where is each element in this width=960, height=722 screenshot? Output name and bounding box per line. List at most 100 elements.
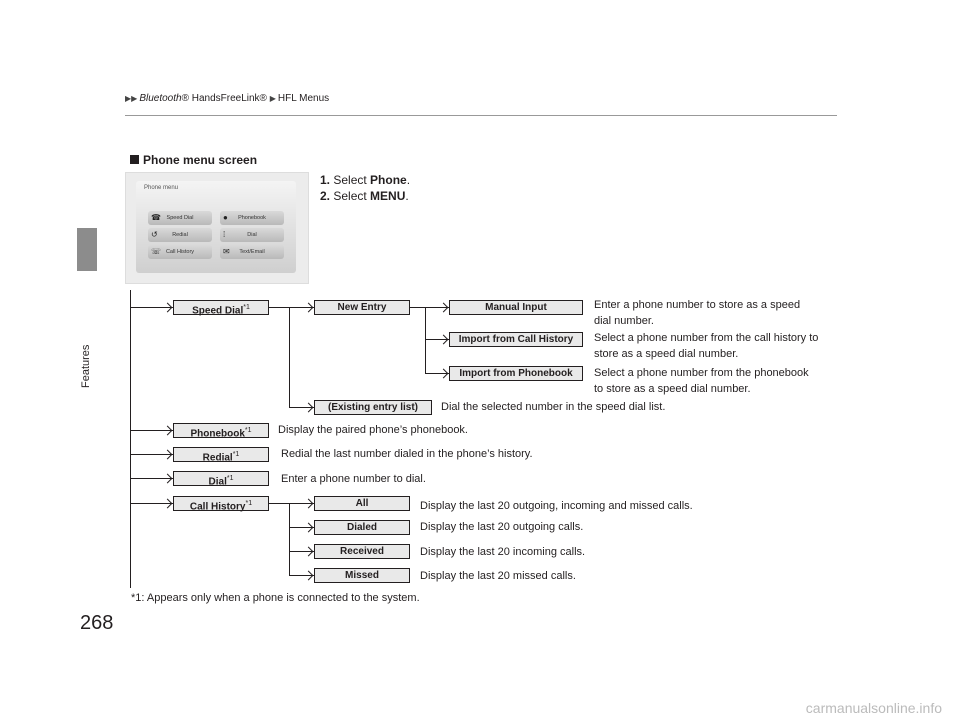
- arrow-icon: [162, 302, 173, 313]
- step-1: 1. Select Phone.: [320, 172, 410, 188]
- call-history-icon: ☏: [151, 247, 162, 256]
- arrow-icon: [303, 402, 314, 413]
- all-box: All: [314, 496, 410, 511]
- branch-line: [289, 527, 314, 528]
- box-label: Dial: [208, 476, 227, 488]
- import-phonebook-description: Select a phone number from the phonebook…: [594, 365, 809, 397]
- branch-line: [131, 503, 173, 504]
- arrow-icon: [303, 302, 314, 313]
- branch-line: [131, 307, 173, 308]
- phone-menu-screenshot: Phone menu ☎Speed Dial ●Phonebook ↺Redia…: [125, 172, 309, 284]
- box-label: Dialed: [346, 522, 377, 533]
- section-tab: [77, 228, 97, 271]
- branch-line: [289, 503, 290, 575]
- arrow-icon: [303, 546, 314, 557]
- screen-button-label: Phonebook: [238, 215, 266, 221]
- screen-phonebook-button: ● Phonebook: [220, 211, 284, 225]
- phonebook-description: Display the paired phone’s phonebook.: [278, 424, 468, 436]
- redial-icon: ↺: [151, 230, 158, 239]
- branch-line: [131, 430, 173, 431]
- speed-dial-box: Speed Dial*1: [173, 300, 269, 317]
- box-label: Received: [340, 546, 384, 557]
- screen-button-label: Speed Dial: [166, 215, 194, 221]
- desc-line: store as a speed dial number.: [594, 348, 739, 360]
- step-text: Select: [333, 173, 371, 187]
- screen-title: Phone menu: [144, 185, 179, 191]
- box-label: Call History: [189, 501, 246, 513]
- branch-line: [425, 373, 449, 374]
- arrow-icon: [438, 368, 449, 379]
- registered-mark: ®: [181, 93, 189, 104]
- box-label: New Entry: [337, 302, 387, 313]
- step-text: Select: [333, 189, 371, 203]
- dial-description: Enter a phone number to dial.: [281, 473, 426, 485]
- breadcrumb: ▶▶Bluetooth® HandsFreeLink® ▶HFL Menus: [125, 93, 329, 104]
- redial-box: Redial*1: [173, 447, 269, 464]
- step-bold: Phone: [370, 173, 407, 187]
- branch-line: [268, 503, 314, 504]
- arrow-icon: [303, 522, 314, 533]
- screen-text-email-button: ✉Text/Email: [220, 245, 284, 259]
- section-title: Phone menu screen: [130, 153, 257, 167]
- breadcrumb-arrow-icon: ▶: [269, 94, 276, 103]
- box-label: Redial: [202, 452, 233, 464]
- box-label: All: [355, 498, 369, 509]
- step-bold: MENU: [370, 189, 406, 203]
- breadcrumb-handsfreelink: HandsFreeLink®: [188, 93, 267, 104]
- arrow-icon: [162, 473, 173, 484]
- arrow-icon: [303, 498, 314, 509]
- footnote-mark: *1: [232, 451, 240, 458]
- manual-input-box: Manual Input: [449, 300, 583, 315]
- branch-line: [289, 551, 314, 552]
- breadcrumb-bluetooth: Bluetooth: [139, 93, 182, 104]
- screen-redial-button: ↺Redial: [148, 228, 212, 242]
- step-num: 1.: [320, 173, 331, 187]
- desc-line: Enter a phone number to store as a speed: [594, 299, 801, 311]
- branch-line: [131, 478, 173, 479]
- dial-box: Dial*1: [173, 471, 269, 488]
- desc-line: Select a phone number from the call hist…: [594, 332, 819, 344]
- box-label: Import from Call History: [458, 334, 574, 345]
- branch-line: [425, 307, 426, 373]
- footnote-mark: *1: [245, 500, 253, 507]
- arrow-icon: [162, 498, 173, 509]
- screen-dial-button: ⁞Dial: [220, 228, 284, 242]
- page-number: 268: [80, 612, 114, 634]
- arrow-icon: [162, 425, 173, 436]
- arrow-icon: [438, 334, 449, 345]
- missed-description: Display the last 20 missed calls.: [420, 570, 576, 582]
- new-entry-box: New Entry: [314, 300, 410, 315]
- phonebook-icon: ●: [223, 213, 228, 222]
- dialed-box: Dialed: [314, 520, 410, 535]
- desc-line: dial number.: [594, 315, 654, 327]
- box-label: Manual Input: [485, 302, 547, 313]
- step-2: 2. Select MENU.: [320, 188, 410, 204]
- branch-line: [289, 307, 290, 407]
- step-end: .: [405, 189, 409, 203]
- watermark: carmanualsonline.info: [805, 700, 942, 716]
- desc-line: to store as a speed dial number.: [594, 383, 751, 395]
- footnote-mark: *1: [244, 427, 252, 434]
- step-end: .: [406, 173, 411, 187]
- screen-display: Phone menu ☎Speed Dial ●Phonebook ↺Redia…: [136, 181, 296, 273]
- all-description: Display the last 20 outgoing, incoming a…: [420, 500, 693, 512]
- branch-line: [425, 339, 449, 340]
- step-num: 2.: [320, 189, 331, 203]
- import-phonebook-box: Import from Phonebook: [449, 366, 583, 381]
- manual-input-description: Enter a phone number to store as a speed…: [594, 297, 800, 329]
- existing-entry-description: Dial the selected number in the speed di…: [441, 401, 666, 413]
- redial-description: Redial the last number dialed in the pho…: [281, 448, 533, 460]
- steps: 1. Select Phone. 2. Select MENU.: [320, 172, 410, 204]
- tree-trunk-line: [130, 290, 131, 580]
- branch-line: [289, 575, 314, 576]
- box-label: Speed Dial: [192, 305, 244, 317]
- box-label: (Existing entry list): [327, 402, 418, 413]
- desc-line: Select a phone number from the phonebook: [594, 367, 809, 379]
- arrow-icon: [303, 570, 314, 581]
- breadcrumb-hfl-menus: HFL Menus: [277, 93, 330, 104]
- screen-call-history-button: ☏Call History: [148, 245, 212, 259]
- existing-entry-box: (Existing entry list): [314, 400, 432, 415]
- footnote-mark: *1: [226, 475, 234, 482]
- screen-button-label: Call History: [165, 249, 195, 255]
- tree-trunk-end: [130, 580, 131, 588]
